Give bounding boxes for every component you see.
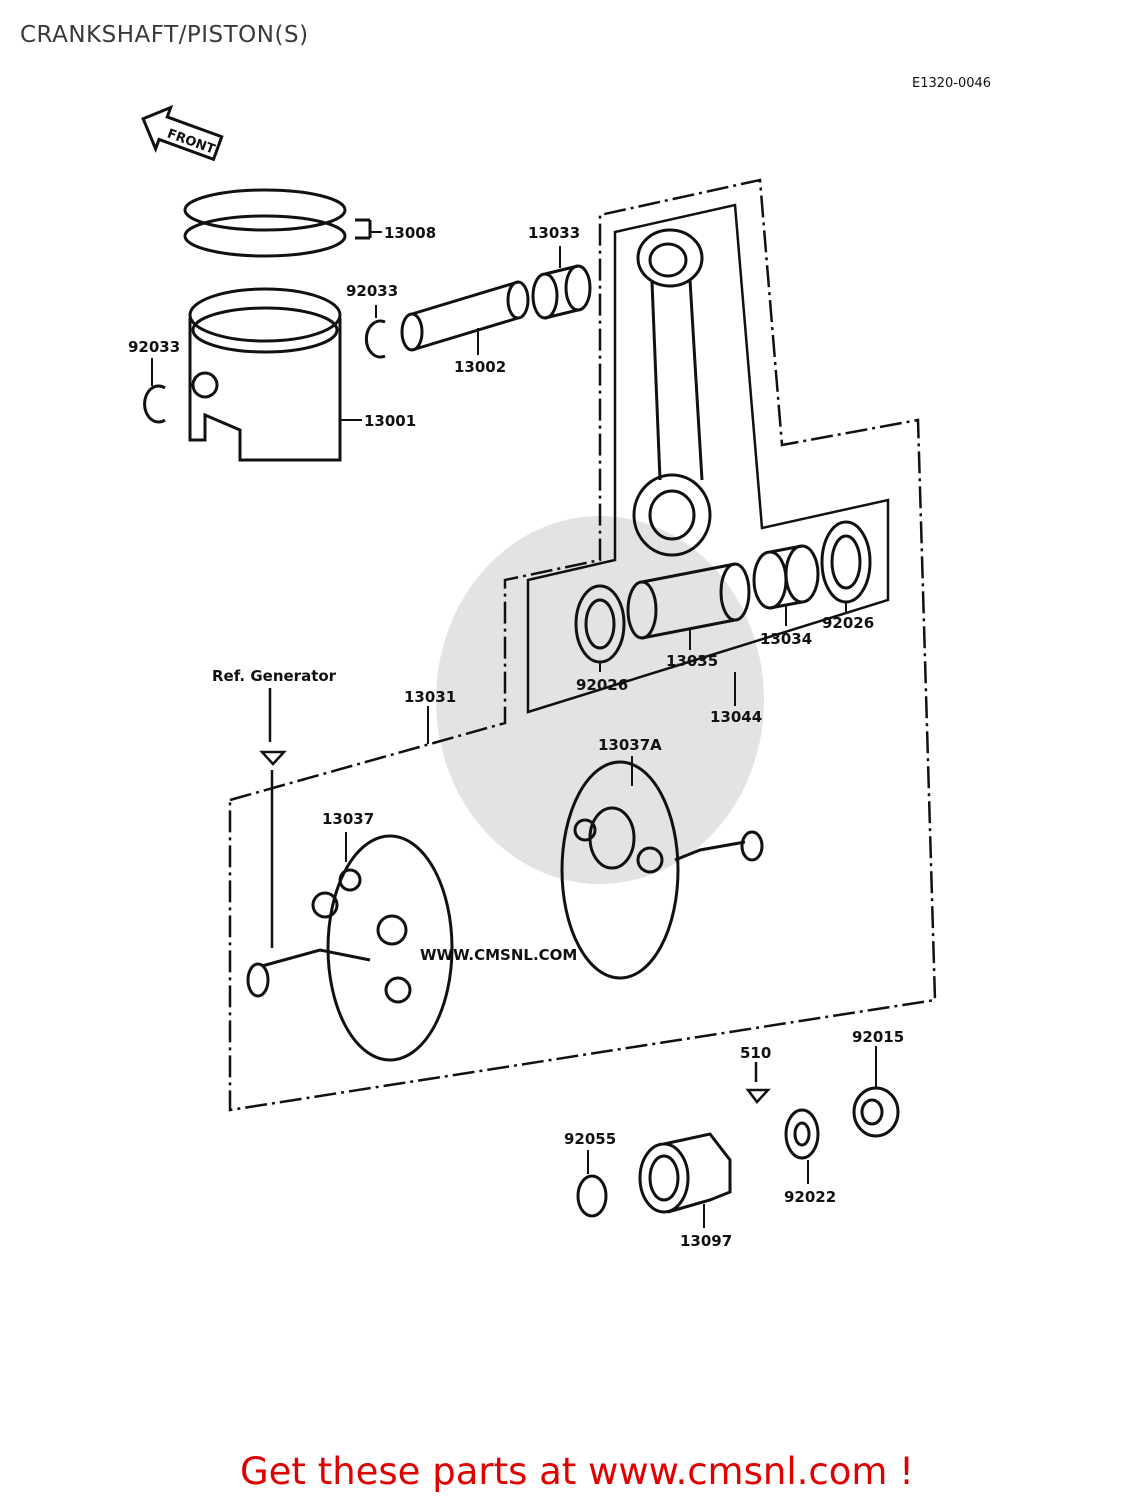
label-92026-right: 92026 (822, 614, 874, 632)
circlip-92033-left[interactable] (143, 358, 166, 424)
label-92033-left: 92033 (128, 338, 180, 356)
assembly-boundary-13044 (526, 203, 890, 714)
watermark-text: WWW.CMSNL.COM (420, 946, 577, 964)
label-510: 510 (740, 1044, 771, 1062)
label-92026-left: 92026 (576, 676, 628, 694)
thrust-washer-92026-left[interactable] (574, 584, 626, 672)
key-510[interactable] (745, 1062, 771, 1104)
label-92055: 92055 (564, 1130, 616, 1148)
crank-pin-13035[interactable] (626, 562, 751, 650)
big-end-bearing-13034[interactable] (752, 544, 820, 626)
circlip-92033-right[interactable] (364, 305, 386, 359)
diagram-code: E1320-0046 (912, 76, 992, 91)
label-13037: 13037 (322, 810, 374, 828)
label-13033: 13033 (528, 224, 580, 242)
label-13034: 13034 (760, 630, 812, 648)
circlip-92055[interactable] (576, 1150, 608, 1218)
piston-pin-13002[interactable] (400, 280, 530, 355)
piston-13001[interactable] (188, 287, 362, 462)
washer-92022[interactable] (784, 1108, 820, 1184)
label-13031: 13031 (404, 688, 456, 706)
crank-half-13037A[interactable] (560, 756, 764, 980)
label-13044: 13044 (710, 708, 762, 726)
label-ref-generator: Ref. Generator (212, 667, 337, 685)
label-13037A: 13037A (598, 736, 662, 754)
label-92033-right: 92033 (346, 282, 398, 300)
label-13001: 13001 (364, 412, 416, 430)
label-92022: 92022 (784, 1188, 836, 1206)
front-arrow: FRONT (141, 104, 224, 162)
generator-key[interactable] (259, 688, 287, 948)
gear-13097[interactable] (638, 1132, 732, 1228)
label-13008: 13008 (384, 224, 436, 242)
needle-bearing-13033[interactable] (531, 246, 592, 320)
page-title: CRANKSHAFT/PISTON(S) (20, 22, 309, 48)
piston-rings-13008[interactable] (183, 188, 382, 258)
label-92015: 92015 (852, 1028, 904, 1046)
label-13035: 13035 (666, 652, 718, 670)
assembly-boundary-13031 (228, 178, 937, 1112)
label-13002: 13002 (454, 358, 506, 376)
crank-half-13037[interactable] (246, 832, 454, 1062)
label-13097: 13097 (680, 1232, 732, 1250)
footer-text[interactable]: Get these parts at www.cmsnl.com ! (239, 1450, 914, 1493)
footer-link[interactable]: Get these parts at www.cmsnl.com ! (0, 1450, 1146, 1493)
watermark-logo: WWW.CMSNL.COM (420, 516, 764, 964)
nut-92015[interactable] (852, 1046, 900, 1138)
connecting-rod[interactable] (632, 228, 712, 557)
thrust-washer-92026-right[interactable] (820, 520, 872, 612)
